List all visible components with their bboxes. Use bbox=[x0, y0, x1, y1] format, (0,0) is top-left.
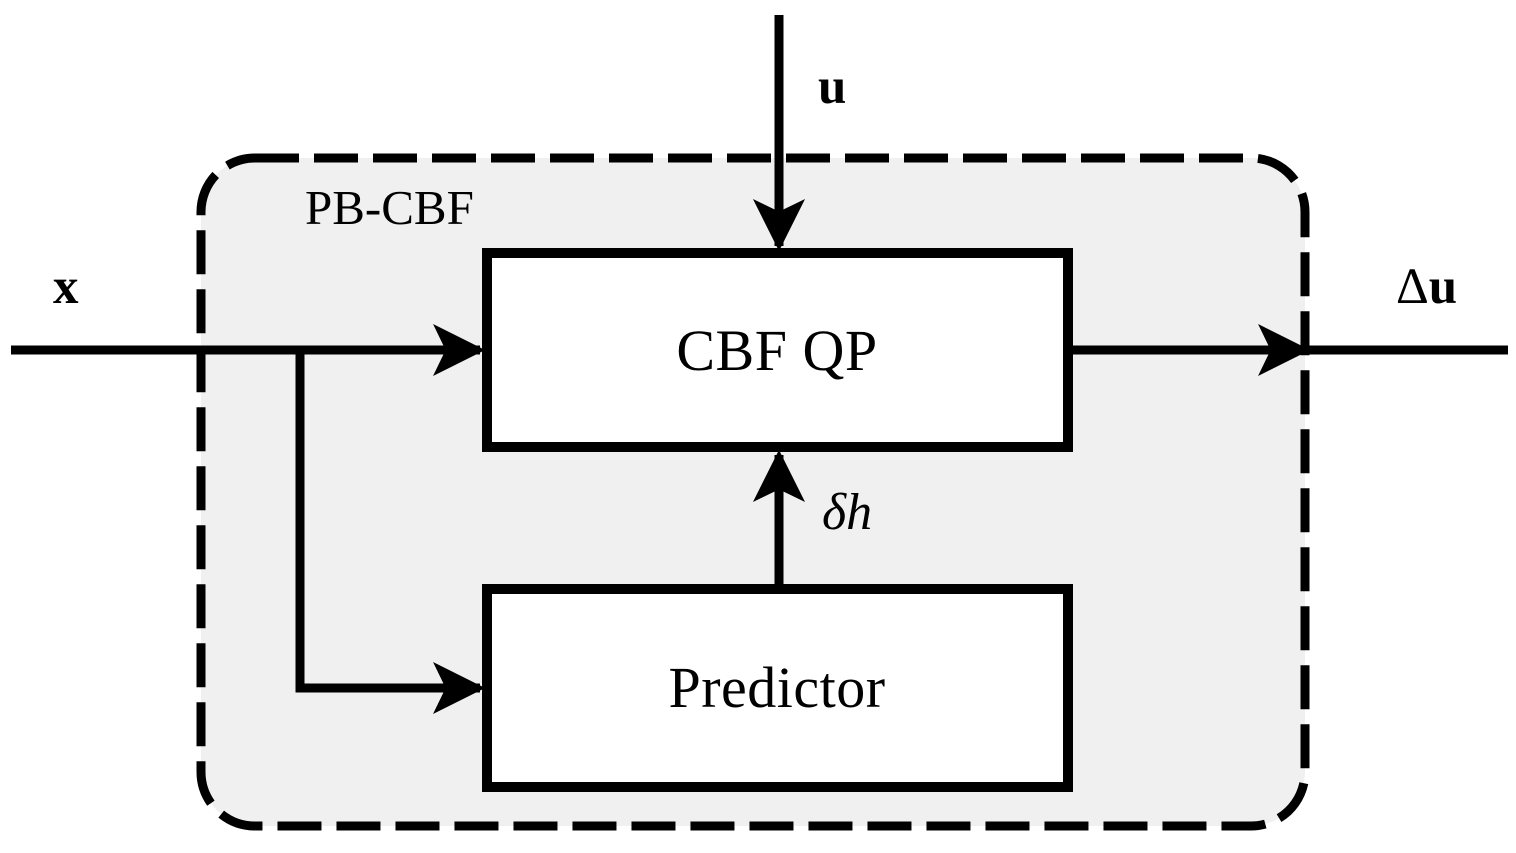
signal-label-u: u bbox=[818, 59, 847, 115]
block-cbf-qp-label: CBF QP bbox=[676, 318, 878, 383]
pb-cbf-container-label: PB-CBF bbox=[305, 180, 474, 235]
signal-label-delta-u: Δu bbox=[1396, 262, 1457, 313]
edge-x-branch-to-predictor bbox=[295, 350, 486, 715]
block-cbf-qp[interactable] bbox=[482, 248, 1073, 452]
u-glyph: u bbox=[1428, 259, 1458, 315]
signal-label-x: x bbox=[53, 259, 79, 315]
signal-label-delta-h: δh bbox=[822, 484, 873, 541]
block-predictor[interactable] bbox=[482, 584, 1073, 792]
block-predictor-label: Predictor bbox=[668, 655, 886, 720]
delta-glyph: Δ bbox=[1396, 259, 1429, 315]
